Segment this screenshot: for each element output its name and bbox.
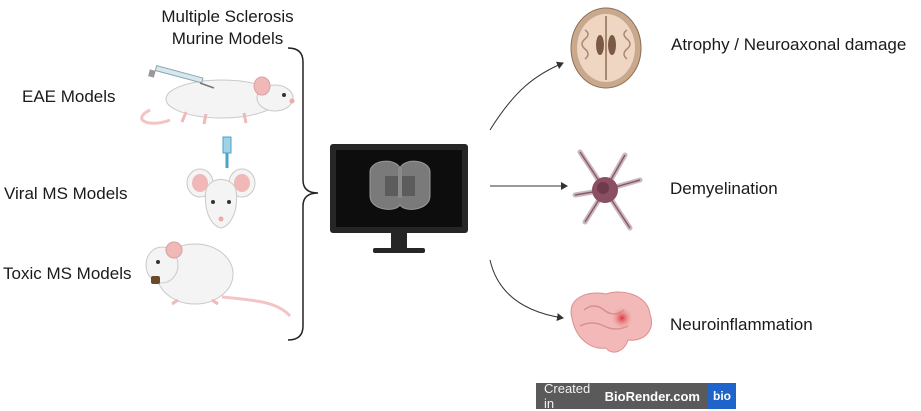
atrophic-brain-slice-icon — [570, 7, 642, 89]
title-line-1: Multiple Sclerosis — [161, 7, 294, 26]
arrow-to-neuroinflammation — [489, 259, 564, 322]
grouping-brace — [287, 47, 319, 341]
toxic-mouse-icon — [145, 241, 292, 318]
demyelinated-cell-icon — [572, 149, 643, 231]
biorender-badge[interactable]: Created in BioRender.com bio — [536, 381, 736, 411]
syringe-icon — [148, 65, 215, 89]
mri-slice-icon — [369, 160, 431, 210]
monitor-icon — [330, 144, 468, 253]
label-atrophy: Atrophy / Neuroaxonal damage — [671, 35, 907, 54]
badge-brand: BioRender.com — [604, 388, 700, 404]
diagram-title: Multiple Sclerosis Murine Models — [150, 6, 305, 50]
title-line-2: Murine Models — [171, 29, 284, 48]
arrow-to-atrophy — [489, 61, 564, 131]
viral-mouse-icon — [186, 136, 256, 229]
inflamed-brain-icon — [570, 291, 652, 353]
label-toxic-ms-models: Toxic MS Models — [3, 264, 132, 283]
label-viral-ms-models: Viral MS Models — [4, 184, 128, 203]
eae-mouse-icon — [140, 65, 295, 125]
biorender-logo-icon: bio — [708, 383, 736, 409]
label-eae-models: EAE Models — [22, 87, 116, 106]
label-neuroinflammation: Neuroinflammation — [670, 315, 813, 334]
label-demyelination: Demyelination — [670, 179, 778, 198]
badge-prefix: Created in — [544, 381, 591, 411]
